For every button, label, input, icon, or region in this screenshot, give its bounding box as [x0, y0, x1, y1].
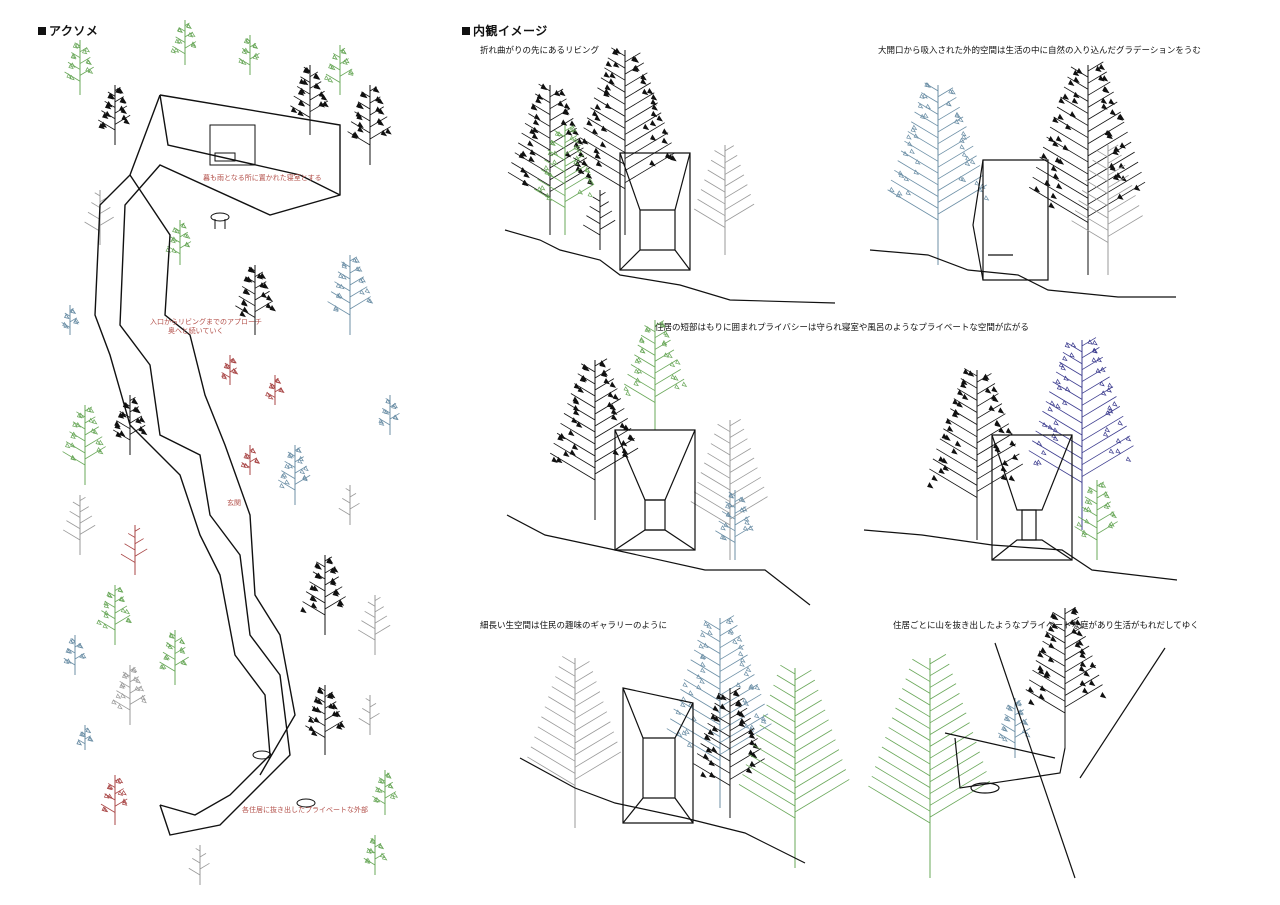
tree-illustration — [358, 695, 380, 735]
tree-illustration — [61, 305, 80, 335]
tree-illustration — [690, 419, 768, 560]
axo-building — [94, 94, 341, 836]
interior-heading: 内観イメージ — [462, 22, 548, 39]
tree-illustration — [372, 770, 399, 815]
tree-illustration — [527, 656, 622, 828]
tree-illustration — [76, 725, 94, 750]
tree-illustration — [378, 395, 400, 435]
tree-illustration — [1025, 606, 1107, 748]
tree-illustration — [305, 685, 346, 755]
interior-view-bath — [863, 337, 1178, 581]
view-caption: 大開口から吸入された外的空間は生活の中に自然の入り込んだグラデーションをうむ — [878, 46, 1201, 56]
tree-illustration — [235, 265, 276, 335]
tree-illustration — [533, 125, 595, 235]
tree-illustration — [96, 585, 132, 645]
tree-illustration — [64, 40, 94, 95]
axo-heading-text: アクソメ — [49, 24, 99, 38]
tree-illustration — [97, 85, 131, 145]
axo-annotation: 各住居に抜き出したプライベートな外部 — [242, 806, 368, 814]
interior-view-opening — [869, 61, 1176, 298]
tree-illustration — [347, 85, 392, 165]
view-trees — [549, 320, 768, 560]
heading-square-icon — [462, 27, 470, 35]
view-trees — [507, 47, 755, 255]
axo-table — [210, 212, 316, 808]
tree-illustration — [159, 630, 189, 685]
heading-square-icon — [38, 27, 46, 35]
tree-illustration — [290, 65, 329, 135]
axo-annotation: 奥へと続いていく — [168, 327, 224, 335]
tree-illustration — [100, 775, 128, 825]
tree-illustration — [120, 525, 148, 575]
tree-illustration — [623, 320, 688, 430]
view-caption: 細長い生空間は住民の趣味のギャラリーのように — [480, 621, 668, 631]
tree-illustration — [265, 375, 285, 405]
tree-illustration — [111, 665, 147, 725]
interior-view-gallery — [519, 615, 850, 868]
tree-illustration — [666, 615, 772, 808]
tree-illustration — [165, 220, 192, 265]
tree-illustration — [693, 687, 765, 818]
interior-view-private-room — [506, 320, 811, 606]
tree-illustration — [324, 45, 355, 95]
tree-illustration — [1071, 144, 1143, 275]
tree-illustration — [693, 145, 755, 255]
tree-illustration — [170, 20, 197, 65]
tree-illustration — [112, 395, 148, 455]
view-caption: 折れ曲がりの先にあるリビング — [480, 46, 600, 56]
tree-illustration — [62, 405, 106, 485]
axo-annotation: 暮も雨となる所に置かれた寝室とする — [203, 174, 322, 182]
tree-illustration — [1028, 61, 1146, 275]
tree-illustration — [582, 190, 616, 250]
axonometric-drawing — [61, 20, 400, 885]
tree-illustration — [63, 635, 87, 675]
interior-heading-text: 内観イメージ — [473, 24, 548, 38]
axo-heading: アクソメ — [38, 22, 98, 39]
view-trees — [527, 615, 850, 868]
axo-trees — [61, 20, 400, 885]
tree-illustration — [738, 664, 850, 868]
tree-illustration — [549, 358, 639, 520]
tree-illustration — [363, 835, 388, 875]
axo-glass-box — [209, 124, 256, 166]
tree-illustration — [300, 555, 346, 635]
view-caption: 住居ごとに山を抜き出したようなプライベートな庭があり生活がもれだしてゆく — [893, 621, 1199, 631]
tree-illustration — [927, 368, 1024, 540]
axo-annotation: 入口からリビングまでのアプローチ — [150, 318, 262, 326]
tree-illustration — [1028, 337, 1134, 530]
interior-view-living — [504, 47, 836, 304]
tree-illustration — [221, 355, 239, 385]
tree-illustration — [997, 698, 1031, 758]
tree-illustration — [357, 595, 391, 655]
view-trees — [887, 61, 1146, 275]
tree-illustration — [62, 495, 96, 555]
view-trees — [868, 606, 1107, 878]
tree-illustration — [715, 490, 754, 560]
view-trees — [927, 337, 1134, 560]
tree-illustration — [572, 47, 677, 235]
tree-illustration — [240, 445, 260, 475]
axo-annotation: 玄関 — [227, 499, 241, 507]
tree-illustration — [238, 35, 260, 75]
tree-illustration — [338, 485, 360, 525]
tree-illustration — [277, 445, 311, 505]
interior-view-garden — [868, 606, 1166, 879]
tree-illustration — [188, 845, 210, 885]
tree-illustration — [868, 654, 991, 878]
tree-illustration — [327, 255, 374, 335]
tree-illustration — [1074, 480, 1118, 560]
tree-illustration — [507, 83, 594, 235]
tree-illustration — [887, 82, 990, 265]
view-caption: 住居の短部はもりに囲まれプライバシーは守られ寝室や風呂のようなプライベートな空間… — [655, 323, 1029, 333]
